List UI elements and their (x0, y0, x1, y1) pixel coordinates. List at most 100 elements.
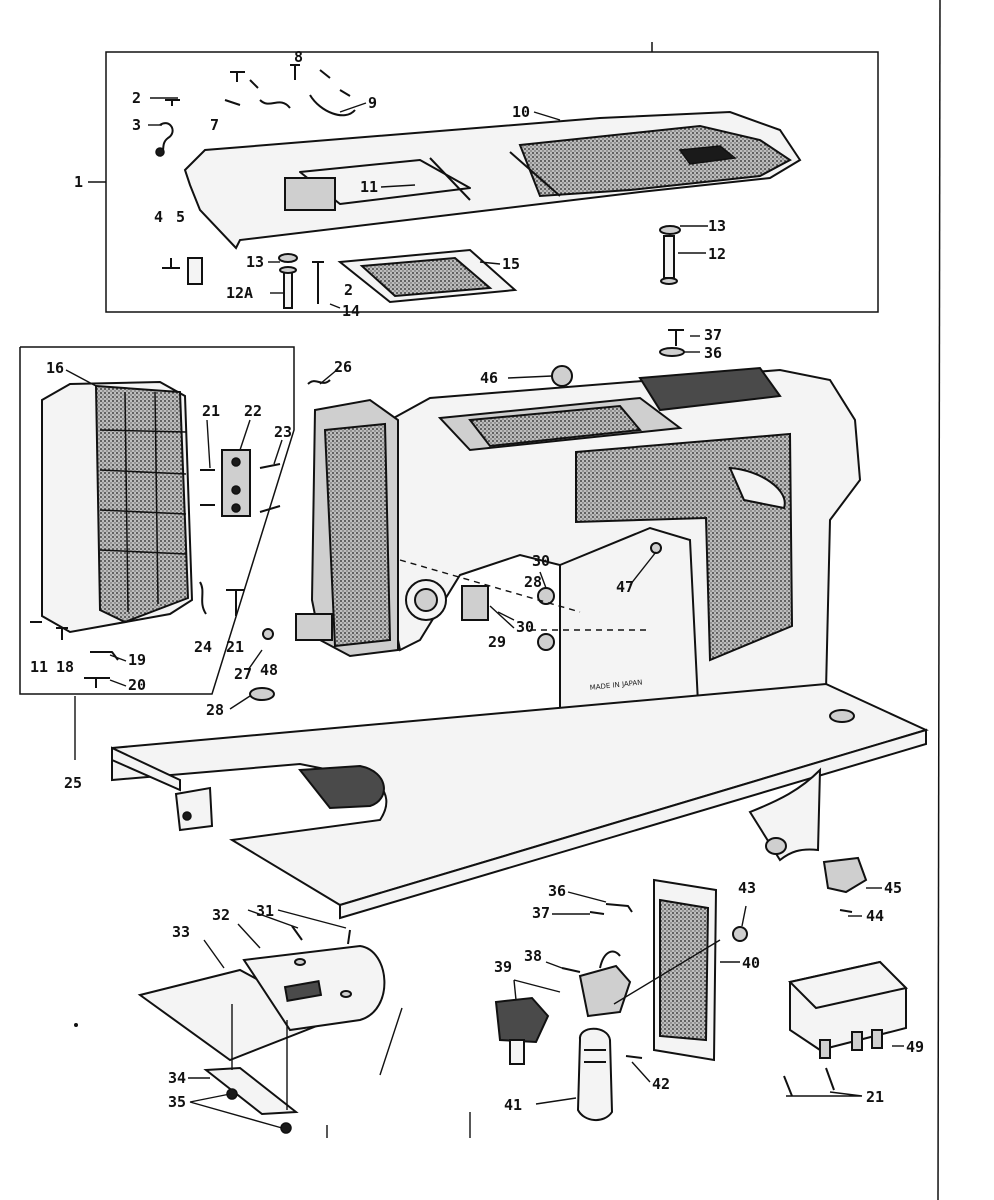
feed-dog-slot (283, 979, 323, 1003)
callout-37: 37 (704, 326, 722, 344)
callout-47: 47 (616, 578, 634, 596)
callout-38: 38 (524, 947, 542, 965)
top-cover-slot (678, 145, 737, 165)
callout-24: 24 (194, 638, 212, 656)
block-45 (822, 856, 868, 894)
screw-37-head (668, 329, 684, 346)
bed-front-edge (339, 728, 927, 920)
callout-42: 42 (652, 1075, 670, 1093)
machine-head: MADE IN JAPAN (229, 329, 862, 750)
callout-12: 12 (708, 245, 726, 263)
callout-33: 33 (172, 923, 190, 941)
washer-36 (659, 347, 685, 357)
faceplate-grid-lines (99, 391, 187, 613)
spring-26 (307, 379, 331, 385)
callout-41: 41 (504, 1096, 522, 1114)
needle-head-mechanism (323, 422, 392, 648)
machine-top-mechanism (468, 404, 642, 448)
screw-44 (839, 909, 853, 913)
machine-handwheel-area (728, 466, 786, 510)
callout-29: 29 (488, 633, 506, 651)
callout-13b: 13 (246, 253, 264, 271)
machine-side-panel (575, 432, 794, 662)
machine-top-right-mechanism (638, 366, 782, 412)
top-cover-divider-lines (429, 151, 561, 201)
callout-30b: 30 (516, 618, 534, 636)
callout-36b: 36 (548, 882, 566, 900)
callout-39: 39 (494, 958, 512, 976)
top-cover-assembly-group (88, 42, 879, 313)
callout-45: 45 (884, 879, 902, 897)
callout-31: 31 (256, 902, 274, 920)
callout-9: 9 (368, 94, 377, 112)
callout-37b: 37 (532, 904, 550, 922)
bed-left-edge (111, 746, 181, 792)
switch-39 (494, 996, 550, 1044)
bed-feed-opening (298, 764, 385, 810)
stud-30b (537, 633, 555, 651)
wires-39 (599, 950, 621, 969)
callout-46: 46 (480, 369, 498, 387)
right-margin-line (937, 0, 941, 1200)
screws-21 (200, 469, 215, 506)
callout-19: 19 (128, 651, 146, 669)
callout-48: 48 (260, 661, 278, 679)
callout-20: 20 (128, 676, 146, 694)
callout-36: 36 (704, 344, 722, 362)
callout-49: 49 (906, 1038, 924, 1056)
faceplate-assembly-group (19, 346, 295, 760)
callout-43: 43 (738, 879, 756, 897)
callout-34: 34 (168, 1069, 186, 1087)
electrical-parts (494, 856, 908, 1121)
callout-35: 35 (168, 1093, 186, 1111)
callout-labels: 1 2 3 7 8 9 10 11 4 5 13 12 13 2 15 12A … (30, 48, 924, 1114)
callout-18: 18 (56, 658, 74, 676)
pin-21b (226, 589, 244, 616)
nut-47 (650, 542, 662, 554)
callout-7: 7 (210, 116, 219, 134)
screw-37b (589, 911, 605, 915)
callout-5: 5 (176, 208, 185, 226)
screw-18 (56, 627, 68, 640)
bracket-29 (461, 585, 489, 621)
faceplate-inner-grid (94, 384, 190, 624)
top-cover-shaded-panel (518, 124, 792, 198)
callout-3: 3 (132, 116, 141, 134)
screws-21c (783, 1067, 835, 1097)
pin-14 (312, 261, 324, 304)
nut-48 (262, 628, 274, 640)
screw-36b (605, 903, 633, 913)
spring-24 (199, 581, 207, 615)
small-hardware-cluster (155, 64, 356, 157)
callout-11: 11 (360, 178, 378, 196)
screw-42 (625, 1055, 643, 1059)
machine-bed (111, 682, 929, 920)
callout-2: 2 (132, 89, 141, 107)
callout-27: 27 (234, 665, 252, 683)
bolt-12a (279, 266, 297, 309)
callout-10: 10 (512, 103, 530, 121)
bushing-28 (249, 687, 275, 701)
callout-16: 16 (46, 359, 64, 377)
screws-23 (259, 463, 281, 513)
screw-35b (280, 1122, 292, 1134)
faceplate-frame (19, 346, 295, 695)
callout-30: 30 (532, 552, 550, 570)
callout-44: 44 (866, 907, 884, 925)
lamp-socket-39 (578, 964, 632, 1018)
callout-22: 22 (244, 402, 262, 420)
callout-11b: 11 (30, 658, 48, 676)
bed-spool-hole (829, 709, 855, 723)
callout-25: 25 (64, 774, 82, 792)
callout-21b: 21 (226, 638, 244, 656)
bulb-41 (576, 1027, 614, 1121)
bed-hinge-leg-left (174, 786, 214, 832)
callout-21c: 21 (866, 1088, 884, 1106)
bracket-40-texture (659, 898, 710, 1042)
spring-34 (203, 1066, 299, 1116)
screw-20 (84, 677, 110, 688)
needle-plate-assembly (74, 909, 471, 1138)
callout-40: 40 (742, 954, 760, 972)
callout-4: 4 (154, 208, 163, 226)
